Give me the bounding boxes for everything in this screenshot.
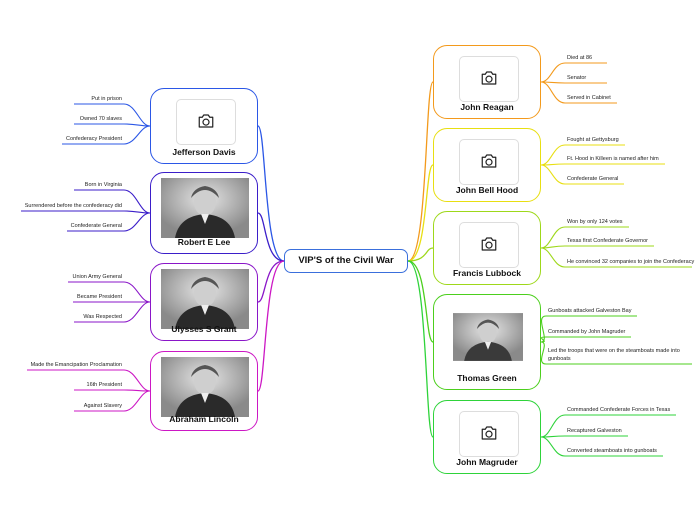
node-title: Francis Lubbock [452,268,521,278]
fact-item[interactable]: Fought at Gettysburg [567,137,619,143]
node-thomas-green[interactable]: Thomas Green [433,294,541,390]
portrait-photo [453,300,523,374]
fact-item[interactable]: Surrendered before the confederacy did [24,203,122,209]
camera-placeholder-icon [459,56,519,102]
node-john-reagan[interactable]: John Reagan [433,45,541,119]
fact-item[interactable]: Made the Emancipation Proclamation [30,362,122,368]
fact-item[interactable]: Was Respected [83,314,122,320]
fact-item[interactable]: 16th President [86,382,122,388]
fact-item[interactable]: Against Slavery [83,403,122,409]
fact-item[interactable]: Confederate General [70,223,122,229]
portrait-photo [161,178,249,238]
fact-item[interactable]: Commanded Confederate Forces in Texas [567,407,671,413]
fact-item[interactable]: Commanded by John Magruder [548,329,626,335]
node-title: Robert E Lee [177,237,231,247]
fact-item[interactable]: Senator [567,75,587,81]
fact-item[interactable]: Converted steamboats into gunboats [567,448,657,454]
node-john-magruder[interactable]: John Magruder [433,400,541,474]
node-jefferson-davis[interactable]: Jefferson Davis [150,88,258,164]
central-topic[interactable]: VIP'S of the Civil War [284,249,408,273]
fact-item[interactable]: Owned 70 slaves [79,116,122,122]
fact-item[interactable]: Led the troops that were on the steamboa… [548,348,680,362]
node-abraham-lincoln[interactable]: Abraham Lincoln [150,351,258,431]
fact-item[interactable]: He convinced 32 companies to join the Co… [567,259,695,265]
fact-item[interactable]: Became President [77,294,122,300]
fact-item[interactable]: Won by only 124 votes [567,219,623,225]
fact-item[interactable]: Died at 86 [567,55,593,61]
camera-placeholder-icon [459,139,519,185]
fact-item[interactable]: Served in Cabinet [567,95,611,101]
camera-placeholder-icon [176,99,236,145]
node-title: Abraham Lincoln [169,414,239,424]
camera-placeholder-icon [459,222,519,268]
fact-item[interactable]: Confederate General [567,176,619,182]
fact-item[interactable]: Born in Virginia [84,182,122,188]
node-title: Thomas Green [457,373,517,383]
node-robert-e-lee[interactable]: Robert E Lee [150,172,258,254]
fact-item[interactable]: Union Army General [72,274,122,280]
node-ulysses-s-grant[interactable]: Ulysses S Grant [150,263,258,341]
fact-item[interactable]: Gunboats attacked Galveston Bay [548,308,632,314]
fact-item[interactable]: Recaptured Galveston [567,428,622,434]
node-title: Jefferson Davis [172,147,236,157]
node-title: John Magruder [456,457,518,467]
node-title: John Reagan [460,102,514,112]
node-title: Ulysses S Grant [171,324,237,334]
fact-item[interactable]: Confederacy President [66,136,122,142]
fact-item[interactable]: Put in prison [91,96,122,102]
fact-item[interactable]: Ft. Hood in Killeen is named after him [567,156,659,162]
node-title: John Bell Hood [455,185,519,195]
portrait-photo [161,357,249,417]
node-john-bell-hood[interactable]: John Bell Hood [433,128,541,202]
camera-placeholder-icon [459,411,519,457]
fact-item[interactable]: Texas first Confederate Governor [567,238,649,244]
node-francis-lubbock[interactable]: Francis Lubbock [433,211,541,285]
portrait-photo [161,269,249,329]
